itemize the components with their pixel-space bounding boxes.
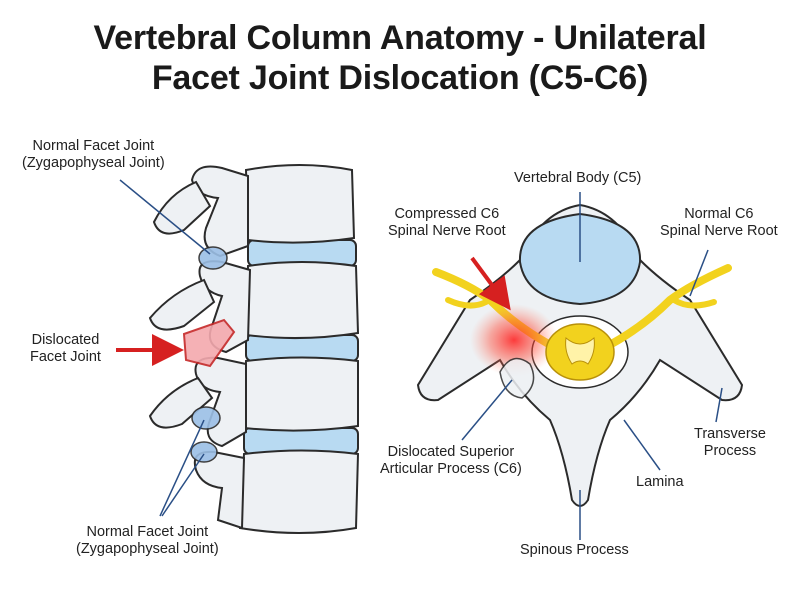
label-normal-facet-top: Normal Facet Joint (Zygapophyseal Joint) <box>22 138 165 171</box>
leader-normal-bottom-b <box>161 453 205 517</box>
gray-matter <box>565 337 595 365</box>
title-line-2: Facet Joint Dislocation (C5-C6) <box>151 59 649 97</box>
label-dislocated-facet: Dislocated Facet Joint <box>30 332 101 365</box>
facet-joint-normal-low <box>190 441 218 463</box>
title-line-1: Vertebral Column Anatomy - Unilateral <box>93 19 707 57</box>
leader-lamina <box>623 419 661 471</box>
nerve-root-right-branch <box>671 297 717 309</box>
spinous-process-3 <box>148 376 214 429</box>
facet-joint-normal-mid <box>191 406 221 430</box>
leader-dislocated-process <box>461 379 513 441</box>
nerve-root-right <box>596 264 732 354</box>
label-normal-root: Normal C6 Spinal Nerve Root <box>660 206 778 239</box>
lateral-spine-view <box>116 164 360 534</box>
vertebral-body-2 <box>244 261 360 340</box>
spinous-process-2 <box>148 278 216 331</box>
label-compressed-root: Compressed C6 Spinal Nerve Root <box>388 206 506 239</box>
label-lamina: Lamina <box>636 474 684 490</box>
label-vertebral-body: Vertebral Body (C5) <box>514 170 642 186</box>
label-spinous-process: Spinous Process <box>520 542 629 558</box>
label-normal-facet-bottom: Normal Facet Joint (Zygapophyseal Joint) <box>76 524 219 557</box>
vertebral-body-1 <box>244 164 356 244</box>
axial-vertebra-view <box>416 192 744 540</box>
dislocated-articular-process <box>499 357 535 399</box>
vertebral-body-3 <box>242 356 359 432</box>
spinous-process-1 <box>152 180 212 235</box>
label-dislocated-process: Dislocated Superior Articular Process (C… <box>380 444 522 477</box>
posterior-elements-4 <box>193 450 246 530</box>
compression-glow <box>470 304 558 376</box>
leader-transverse <box>715 387 723 423</box>
leader-normal-bottom-a <box>159 419 205 517</box>
leader-normal-root <box>689 249 709 297</box>
compression-arrow <box>470 256 511 311</box>
facet-joint-dislocated <box>182 318 236 368</box>
page-title: Vertebral Column Anatomy - Unilateral Fa… <box>0 18 800 98</box>
label-transverse-process: Transverse Process <box>694 426 766 459</box>
facet-joint-normal-top <box>198 246 228 270</box>
vertebral-body-4 <box>238 449 360 534</box>
leader-normal-top <box>119 179 211 255</box>
